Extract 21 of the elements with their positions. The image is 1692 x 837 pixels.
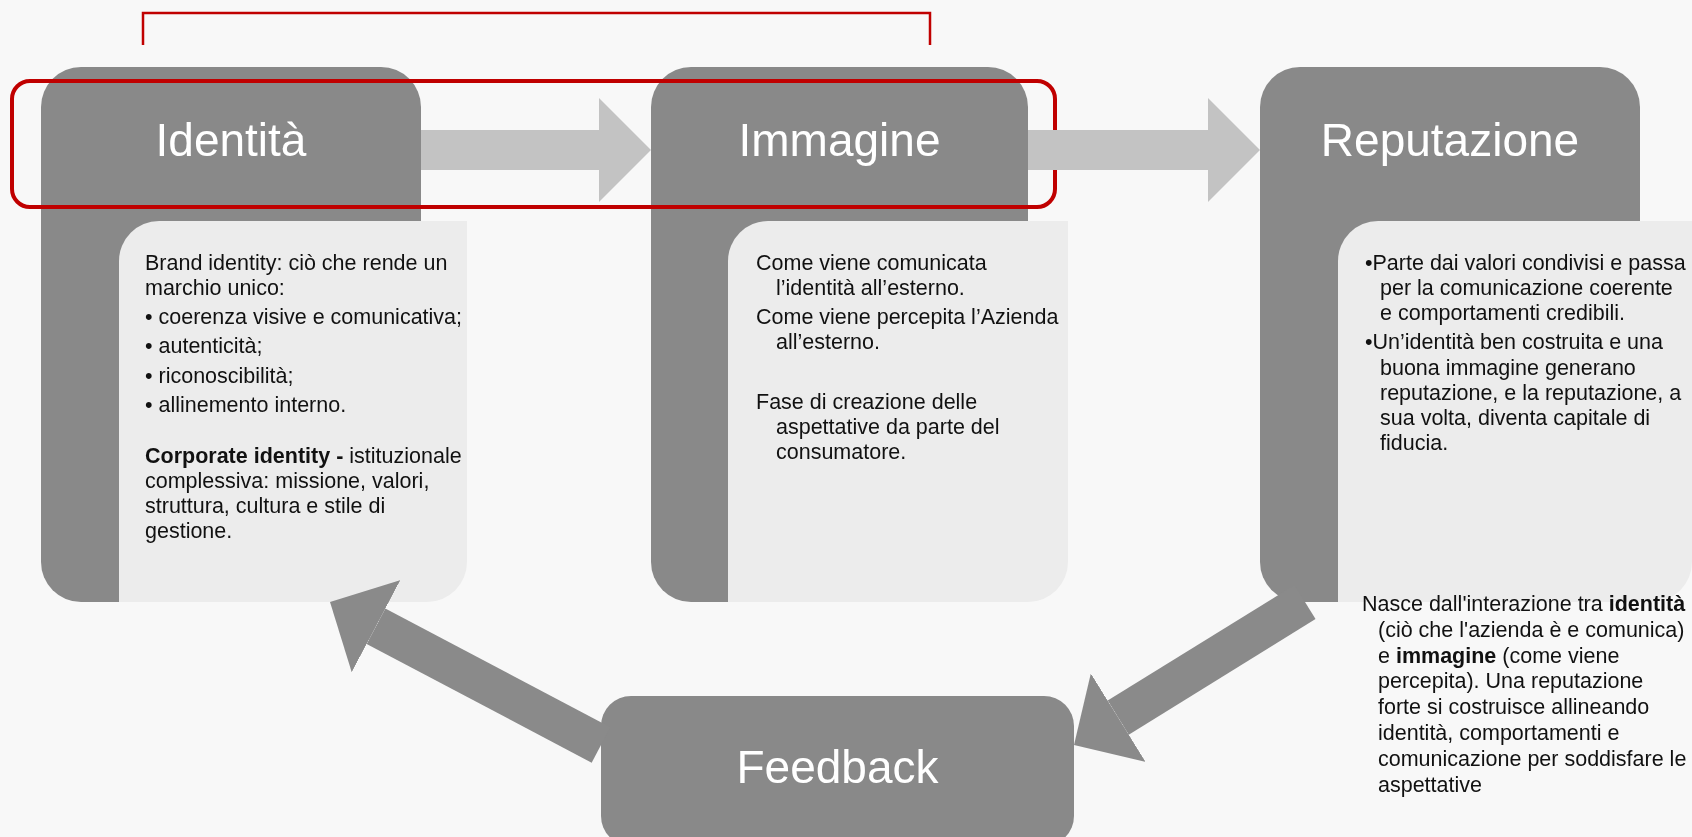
description-text: •Un’identità ben costruita e una buona immagine generano reputazione, e la reputazione, a sua volta, diventa capitale di fiducia.	[1365, 330, 1683, 457]
description-panel	[119, 221, 467, 602]
description-text: Brand identity: ciò che rende un marchio unico:	[145, 251, 449, 302]
block-arrow	[421, 98, 651, 202]
block-arrow	[1028, 98, 1260, 202]
stage-title: Identità	[155, 114, 307, 166]
description-text: •Parte dai valori condivisi e passa per la comunicazione coerente e comportamenti credibili.	[1365, 251, 1687, 327]
description-panel	[728, 221, 1068, 602]
stage-title: Reputazione	[1320, 114, 1580, 166]
stage-title: Feedback	[736, 742, 939, 795]
description-text: Corporate identity - istituzionale complessiva: missione, valori, struttura, cultura e stile di gestione.	[145, 443, 463, 545]
description-text: • riconoscibilità;	[145, 363, 295, 389]
description-text: • autenticità;	[145, 334, 264, 360]
description-text: Come viene comunicata l’identità all’esterno.	[756, 251, 988, 302]
description-text: • coerenza visive e comunicativa;	[145, 305, 464, 331]
note-text: Nasce dall'interazione tra identità (ciò che l'azienda è e comunica) e immagine (come viene percepita). Una reputazione forte si costruisce allineando identità, comportamenti e comunicazione per soddisfare le aspettative	[1362, 592, 1688, 799]
description-text: • allinemento interno.	[145, 392, 348, 418]
stage-title: Immagine	[738, 114, 941, 166]
description-text: Fase di creazione delle aspettative da parte del consumatore.	[756, 389, 1001, 465]
description-text: Come viene percepita l’Azienda all’esterno.	[756, 305, 1060, 356]
feedback-box	[601, 696, 1074, 837]
